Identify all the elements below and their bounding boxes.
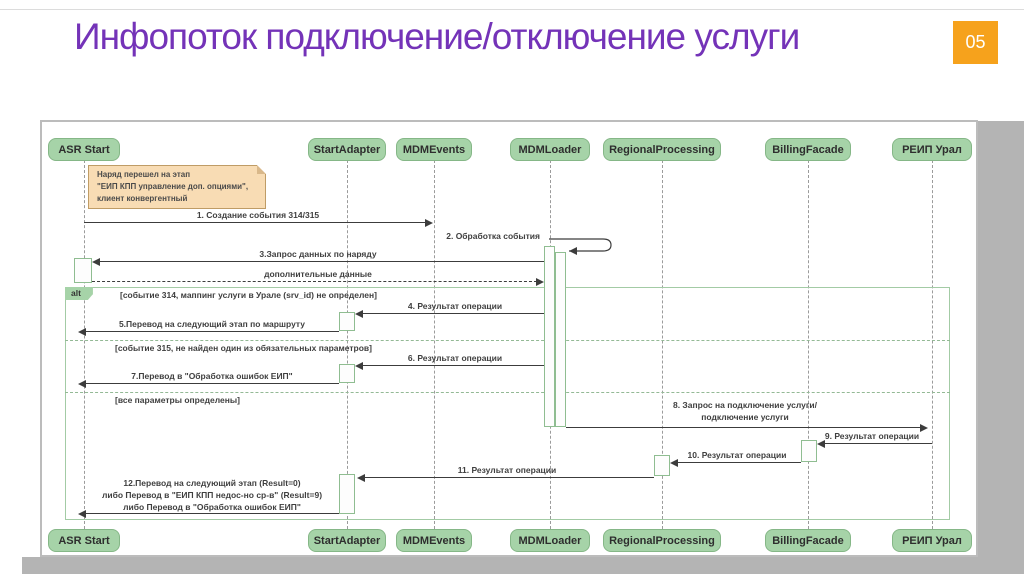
participant-top-asr: ASR Start <box>48 138 120 161</box>
message-label-8: 7.Перевод в "Обработка ошибок ЕИП" <box>131 371 293 381</box>
arrowhead-12 <box>357 474 365 482</box>
message-label-11: 10. Результат операции <box>687 450 787 460</box>
activation-bar-2 <box>544 246 555 427</box>
activation-bar-1 <box>74 258 92 283</box>
alt-separator-2 <box>65 392 950 393</box>
message-line-1 <box>84 222 426 223</box>
self-message-arrow <box>548 235 618 262</box>
arrowhead-7 <box>355 362 363 370</box>
message-label-12: 11. Результат операции <box>457 465 557 475</box>
arrowhead-4 <box>536 278 544 286</box>
activation-bar-5 <box>339 364 355 383</box>
participant-top-sa: StartAdapter <box>308 138 386 161</box>
canvas-gray-right <box>978 121 1024 574</box>
arrowhead-13 <box>78 510 86 518</box>
message-label-13: 12.Перевод на следующий этап (Result=0)л… <box>101 478 323 512</box>
arrowhead-5 <box>355 310 363 318</box>
canvas-gray-bottom <box>22 557 1024 574</box>
activation-bar-8 <box>801 440 817 462</box>
activation-bar-6 <box>339 474 355 514</box>
note-line: клиент конвергентный <box>97 194 188 203</box>
alt-guard-1: [событие 314, маппинг услуги в Урале (sr… <box>120 290 377 300</box>
participant-bottom-rp: RegionalProcessing <box>603 529 721 552</box>
arrowhead-6 <box>78 328 86 336</box>
message-line-9 <box>566 427 921 428</box>
message-line-11 <box>677 462 801 463</box>
message-line-6 <box>85 331 339 332</box>
message-line-7 <box>362 365 544 366</box>
lifeline-reip <box>932 160 933 529</box>
note-box: Наряд перешел на этап "ЕИП КПП управление… <box>88 165 266 209</box>
slide-top-divider <box>0 9 1024 10</box>
participant-top-mdml: MDMLoader <box>510 138 590 161</box>
participant-bottom-reip: РЕИП Урал <box>892 529 972 552</box>
note-line: Наряд перешел на этап <box>97 170 191 179</box>
message-line-8 <box>85 383 339 384</box>
message-line-3 <box>99 261 544 262</box>
lifeline-mdme <box>434 160 435 529</box>
page-title: Инфопоток подключение/отключение услуги <box>74 16 800 57</box>
alt-guard-3: [все параметры определены] <box>115 395 240 405</box>
participant-top-reip: РЕИП Урал <box>892 138 972 161</box>
message-line-5 <box>362 313 544 314</box>
message-line-12 <box>364 477 654 478</box>
message-label-5: 4. Результат операции <box>407 301 503 311</box>
participant-bottom-bf: BillingFacade <box>765 529 851 552</box>
alt-guard-2: [событие 315, не найден один из обязател… <box>115 343 372 353</box>
participant-top-rp: RegionalProcessing <box>603 138 721 161</box>
page-number-badge: 05 <box>953 21 998 64</box>
message-label-3: 3.Запрос данных по наряду <box>259 249 377 259</box>
message-label-9: 8. Запрос на подключение услуги/подключе… <box>672 400 818 422</box>
lifeline-bf <box>808 160 809 529</box>
message-label-4: дополнительные данные <box>264 269 372 279</box>
note-line: "ЕИП КПП управление доп. опциями", <box>97 182 249 191</box>
message-label-7: 6. Результат операции <box>407 353 503 363</box>
arrowhead-8 <box>78 380 86 388</box>
lifeline-rp <box>662 160 663 529</box>
message-label-1: 1. Создание события 314/315 <box>196 210 320 220</box>
note-fold-icon <box>257 165 266 174</box>
message-label-10: 9. Результат операции <box>824 431 920 441</box>
activation-bar-4 <box>339 312 355 331</box>
message-label-self: 2. Обработка события <box>446 231 540 241</box>
activation-bar-3 <box>555 252 566 427</box>
lifeline-asr <box>84 160 85 529</box>
participant-bottom-sa: StartAdapter <box>308 529 386 552</box>
arrowhead-10 <box>817 440 825 448</box>
alt-fragment-frame <box>65 287 950 520</box>
message-line-13 <box>85 513 339 514</box>
arrowhead-1 <box>425 219 433 227</box>
arrowhead-3 <box>92 258 100 266</box>
participant-bottom-mdme: MDMEvents <box>396 529 472 552</box>
participant-top-mdme: MDMEvents <box>396 138 472 161</box>
arrowhead-9 <box>920 424 928 432</box>
participant-bottom-mdml: MDMLoader <box>510 529 590 552</box>
message-line-4 <box>92 281 537 282</box>
lifeline-sa <box>347 160 348 529</box>
activation-bar-7 <box>654 455 670 476</box>
arrowhead-11 <box>670 459 678 467</box>
participant-top-bf: BillingFacade <box>765 138 851 161</box>
participant-bottom-asr: ASR Start <box>48 529 120 552</box>
message-label-6: 5.Перевод на следующий этап по маршруту <box>118 319 306 329</box>
alt-operator-label: alt <box>65 287 93 300</box>
alt-separator-1 <box>65 340 950 341</box>
message-line-10 <box>824 443 932 444</box>
